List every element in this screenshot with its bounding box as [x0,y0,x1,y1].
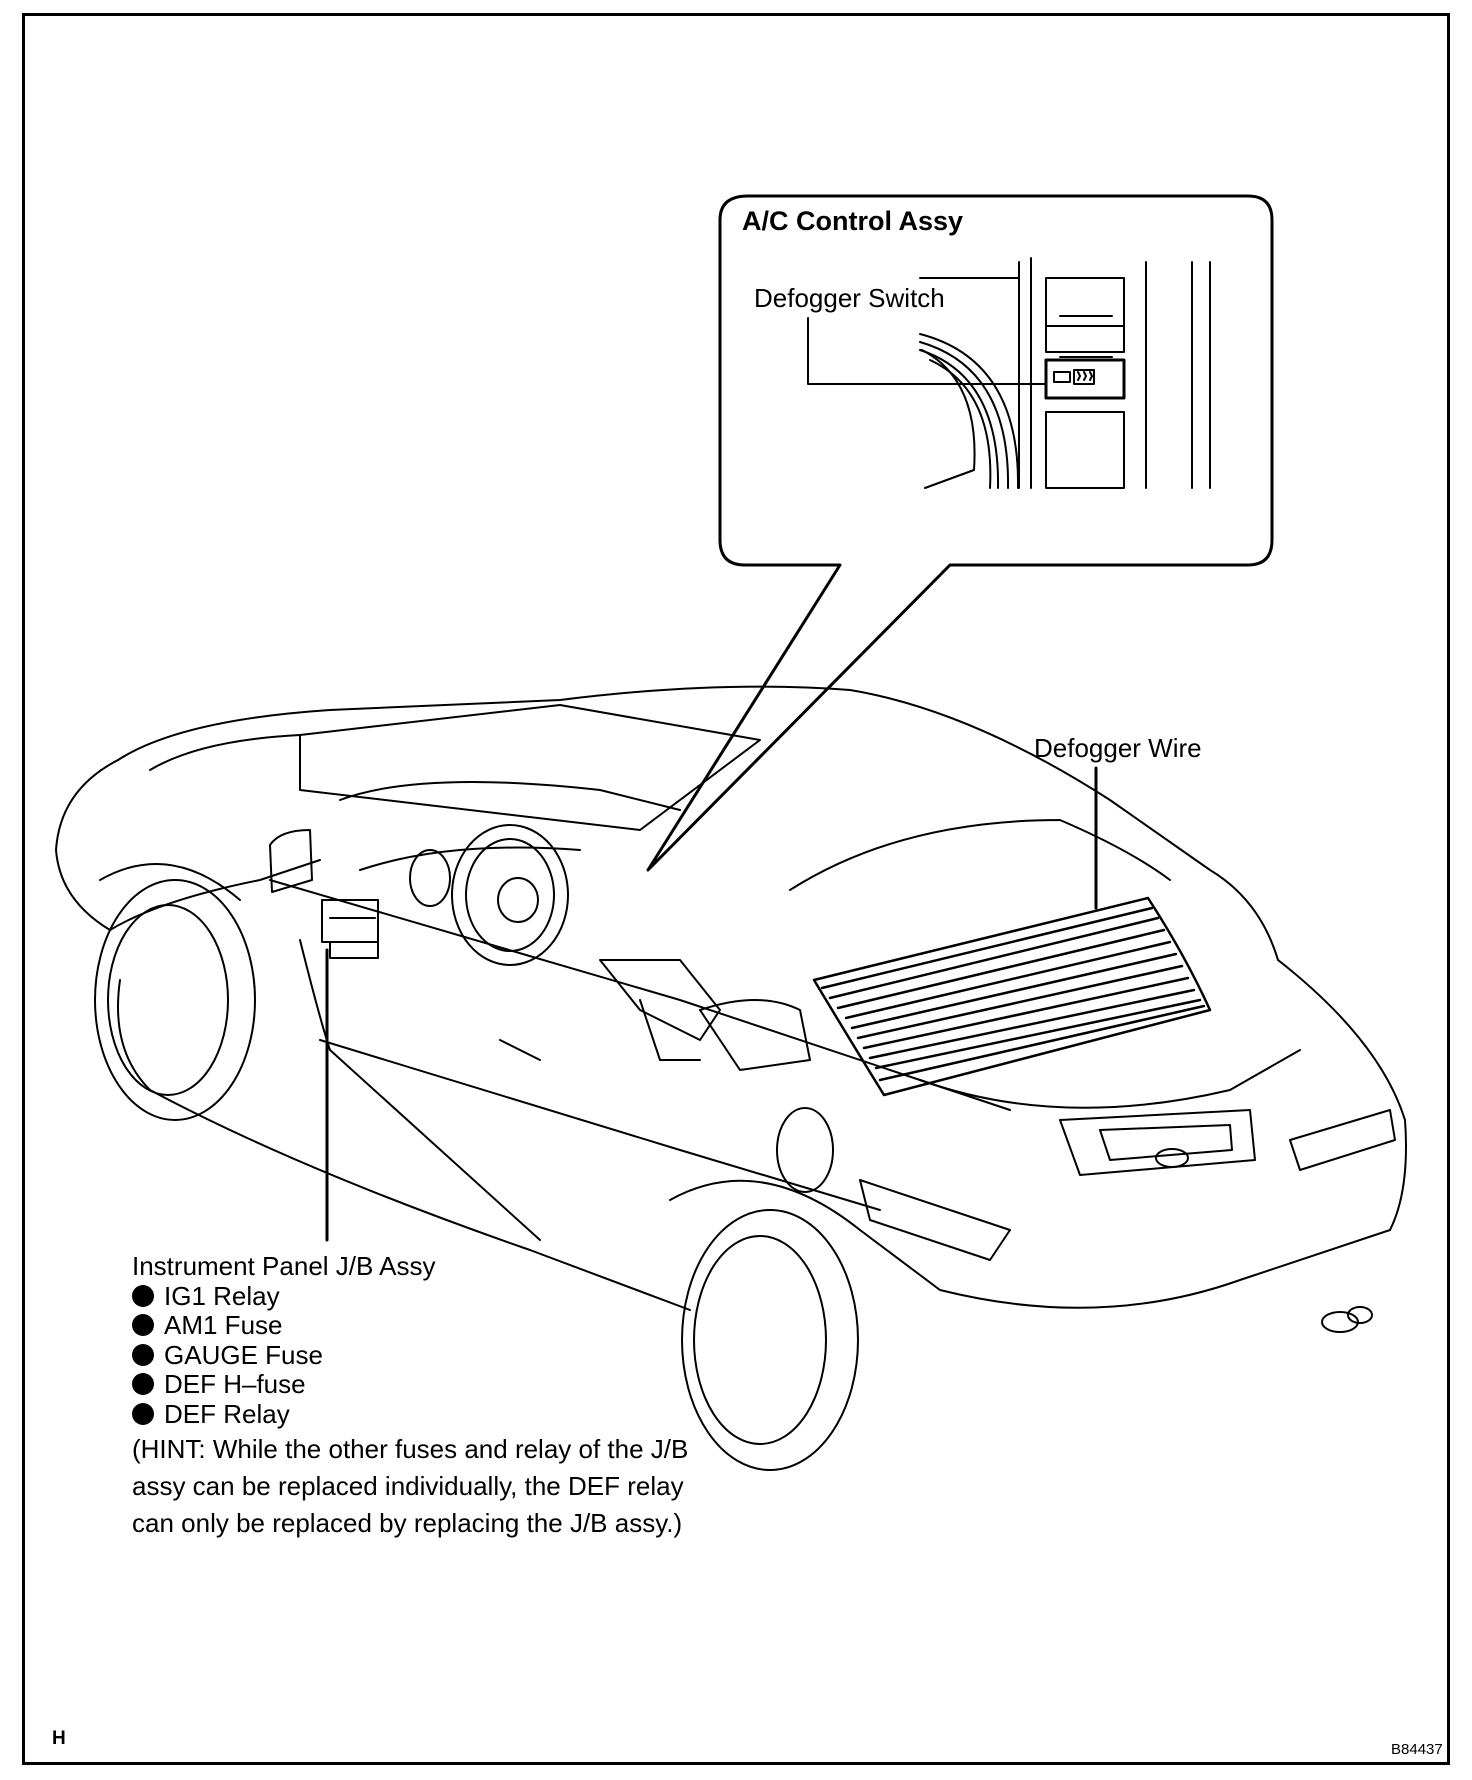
component-label: IG1 Relay [164,1280,280,1311]
hint-note: (HINT: While the other fuses and relay o… [132,1431,688,1542]
hint-line: assy can be replaced individually, the D… [132,1471,684,1501]
list-item: AM1 Fuse [132,1310,688,1341]
defogger-wire-label: Defogger Wire [1034,733,1202,763]
hint-line: (HINT: While the other fuses and relay o… [132,1434,689,1464]
jb-assy-component-list: IG1 Relay AM1 Fuse GAUGE Fuse DEF H–fuse… [132,1280,688,1430]
list-item: DEF Relay [132,1398,688,1430]
vehicle-illustration [55,685,1407,1471]
jb-assy-title: Instrument Panel J/B Assy [132,1251,436,1281]
ac-control-panel-detail [807,257,1211,489]
bullet-icon [132,1343,154,1366]
bullet-icon [132,1373,154,1395]
defogger-switch-label: Defogger Switch [754,283,945,313]
figure-code: B84437 [1391,1741,1443,1758]
hint-line: can only be replaced by replacing the J/… [132,1508,683,1538]
bullet-icon [132,1314,154,1336]
list-item: GAUGE Fuse [132,1339,688,1371]
jb-assy-annotation: Instrument Panel J/B Assy IG1 Relay AM1 … [132,1251,688,1542]
callout-bubble [646,194,1274,872]
list-item: DEF H–fuse [132,1369,688,1400]
bullet-icon [132,1284,154,1307]
rear-window-defogger [812,896,1212,1097]
bullet-icon [132,1402,154,1425]
component-label: DEF Relay [164,1398,290,1429]
component-label: DEF H–fuse [164,1369,306,1399]
list-item: IG1 Relay [132,1280,688,1312]
component-label: AM1 Fuse [164,1310,283,1340]
component-label: GAUGE Fuse [164,1339,323,1370]
callout-title: A/C Control Assy [742,206,964,236]
diagram-frame [22,13,1450,1765]
corner-mark: H [52,1728,66,1749]
